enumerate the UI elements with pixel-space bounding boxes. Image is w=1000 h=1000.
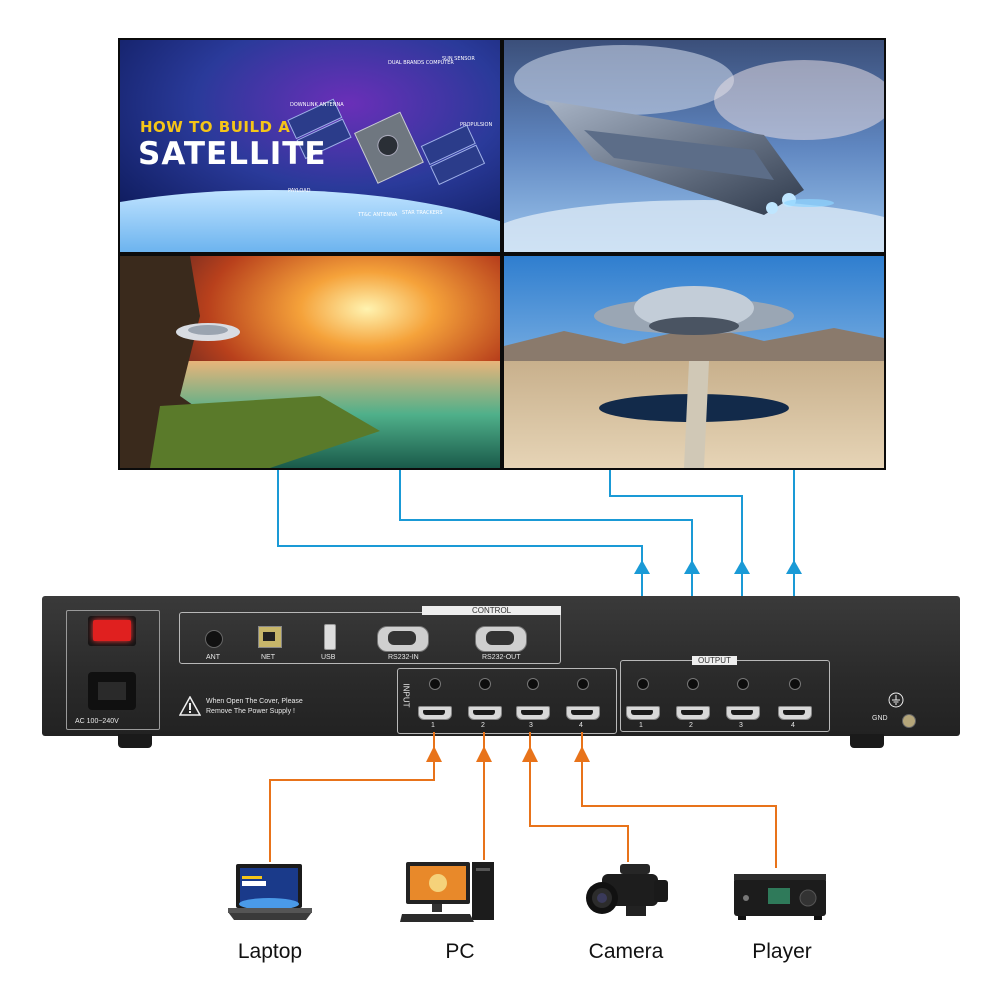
satellite-label: TT&C ANTENNA (358, 212, 398, 218)
output-panel (620, 660, 830, 732)
hdmi-port-slot (473, 710, 495, 715)
ufo-image (504, 256, 884, 468)
video-wall: HOW TO BUILD A SATELLITE DUAL BRANDS COM… (118, 38, 886, 470)
ground-screw[interactable] (902, 714, 916, 728)
control-label: CONTROL (422, 606, 562, 615)
power-label: AC 100~240V (75, 718, 119, 725)
output-hdmi-port-1[interactable] (626, 706, 660, 720)
output-hdmi-port-4[interactable] (778, 706, 812, 720)
gnd-label: GND (872, 715, 888, 722)
hdmi-port-slot (681, 710, 703, 715)
rs232-in-label: RS232-IN (388, 654, 419, 661)
output-label: OUTPUT (692, 656, 737, 665)
input-port-number: 1 (431, 722, 435, 729)
pc-icon (400, 862, 494, 922)
output-arrow-3 (734, 560, 750, 574)
usb-label: USB (321, 654, 336, 661)
input-label: INPUT (401, 683, 411, 708)
warning-line-1: When Open The Cover, Please (206, 698, 303, 705)
output-port-number: 1 (639, 722, 643, 729)
hdmi-port-slot (631, 710, 653, 715)
input-hdmi-port-3[interactable] (516, 706, 550, 720)
satellite-label: STAR TRACKERS (402, 210, 443, 216)
satellite-label: PROPULSION (460, 122, 493, 128)
device-foot-left (118, 734, 152, 748)
output-arrow-4 (786, 560, 802, 574)
power-module (66, 610, 160, 730)
input-screw-hole (479, 678, 491, 690)
output-port-number: 4 (791, 722, 795, 729)
ant-label: ANT (206, 654, 220, 661)
warning-line-2: Remove The Power Supply ! (206, 708, 295, 715)
hdmi-port-slot (423, 710, 445, 715)
satellite-title-big: SATELLITE (138, 136, 327, 172)
usb-port[interactable] (324, 624, 336, 650)
output-screw-hole (789, 678, 801, 690)
input-hdmi-port-1[interactable] (418, 706, 452, 720)
hdmi-port-slot (571, 710, 593, 715)
screen-panel-4 (504, 256, 884, 468)
screen-panel-1: HOW TO BUILD A SATELLITE DUAL BRANDS COM… (120, 40, 500, 252)
laptop-icon (228, 864, 312, 920)
warning-icon (179, 696, 201, 716)
output-arrow-1 (634, 560, 650, 574)
satellite-title-small: HOW TO BUILD A (140, 118, 291, 136)
output-screw-hole (687, 678, 699, 690)
input-screw-hole (577, 678, 589, 690)
screen-panel-2 (504, 40, 884, 252)
antenna-port[interactable] (205, 630, 223, 648)
source-label-laptop: Laptop (237, 940, 303, 963)
input-hdmi-port-4[interactable] (566, 706, 600, 720)
satellite-image (120, 40, 500, 252)
input-port-number: 3 (529, 722, 533, 729)
rs232-out-inner (486, 631, 514, 645)
rs232-in-inner (388, 631, 416, 645)
source-label-player: Player (752, 940, 812, 963)
output-screw-hole (737, 678, 749, 690)
source-label-camera: Camera (588, 940, 664, 963)
net-port-inner (263, 632, 275, 641)
satellite-label: SUN SENSOR (442, 56, 475, 62)
satellite-label: DUAL BRANDS COMPUTER (388, 60, 454, 66)
input-screw-hole (527, 678, 539, 690)
control-panel-frame (179, 612, 561, 664)
output-screw-hole (637, 678, 649, 690)
rs232-out-label: RS232-OUT (482, 654, 521, 661)
input-panel (397, 668, 617, 734)
output-port-number: 2 (689, 722, 693, 729)
output-port-number: 3 (739, 722, 743, 729)
coast-image (120, 256, 500, 468)
satellite-label: DOWNLINK ANTENNA (290, 102, 344, 108)
hdmi-port-slot (783, 710, 805, 715)
ground-icon (888, 692, 904, 708)
satellite-label: PAYLOAD (288, 188, 311, 194)
input-port-number: 4 (579, 722, 583, 729)
player-icon (734, 874, 826, 920)
input-hdmi-port-2[interactable] (468, 706, 502, 720)
output-hdmi-port-2[interactable] (676, 706, 710, 720)
hdmi-port-slot (731, 710, 753, 715)
output-hdmi-port-3[interactable] (726, 706, 760, 720)
input-screw-hole (429, 678, 441, 690)
net-label: NET (261, 654, 275, 661)
spaceship-image (504, 40, 884, 252)
power-socket-pins (98, 682, 126, 700)
device-foot-right (850, 734, 884, 748)
power-switch[interactable] (93, 620, 131, 641)
camera-icon (586, 864, 668, 916)
input-port-number: 2 (481, 722, 485, 729)
source-label-pc: PC (445, 940, 475, 963)
output-arrow-2 (684, 560, 700, 574)
hdmi-port-slot (521, 710, 543, 715)
screen-panel-3 (120, 256, 500, 468)
